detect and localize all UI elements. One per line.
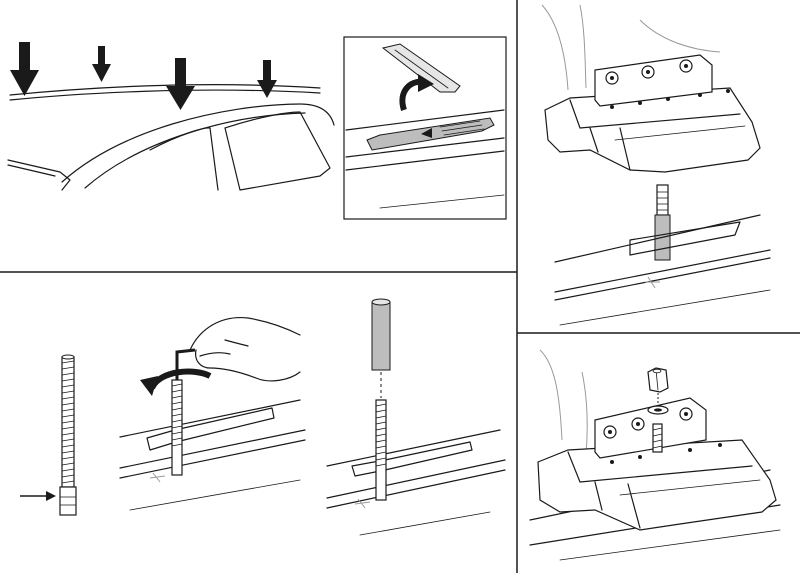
right-arrow-icon — [20, 491, 56, 501]
down-arrow-icon — [10, 42, 39, 96]
down-arrow-icon — [166, 58, 195, 110]
rack-foot — [544, 54, 761, 173]
washer — [647, 405, 669, 415]
down-arrow-icon — [257, 60, 277, 98]
panel-nut-tighten — [529, 349, 781, 561]
curved-arrow-icon — [399, 74, 434, 111]
rack-foot-fixed — [537, 397, 777, 531]
hand — [189, 316, 301, 382]
stud — [652, 423, 663, 453]
down-arrow-icon — [92, 46, 111, 82]
middle-bolt — [149, 379, 183, 483]
panel-foot-onto-bolt — [541, 4, 771, 326]
spacer-tube — [371, 298, 391, 371]
slide-slot — [366, 117, 495, 151]
threaded-bolt — [59, 354, 77, 516]
panel-bolt-install — [20, 298, 506, 536]
right-bolt — [354, 399, 387, 509]
hex-key-icon — [175, 348, 196, 380]
panel-cover-removal — [343, 36, 507, 220]
nut — [647, 367, 669, 393]
curved-arrow-icon — [140, 368, 212, 396]
panel-roof-overview — [7, 42, 335, 191]
